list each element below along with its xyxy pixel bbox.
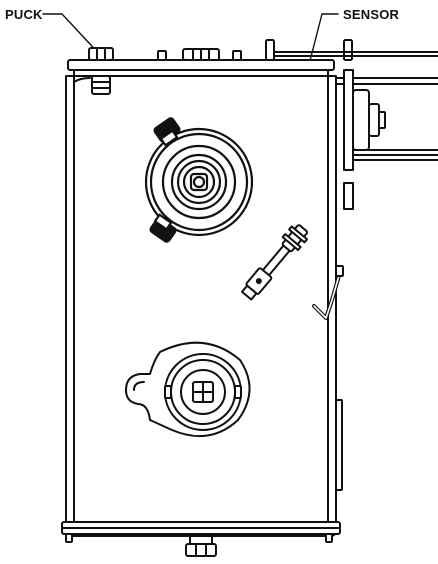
puck-assembly [144,117,254,243]
side-mount-bracket [265,39,438,210]
top-flange [67,48,335,77]
sensor-assembly [241,224,344,320]
corner-bolt [88,47,114,95]
lower-port-assembly [125,341,251,437]
puck-label: PUCK [5,7,43,22]
sensor-label: SENSOR [343,7,400,22]
housing-body [61,75,343,557]
